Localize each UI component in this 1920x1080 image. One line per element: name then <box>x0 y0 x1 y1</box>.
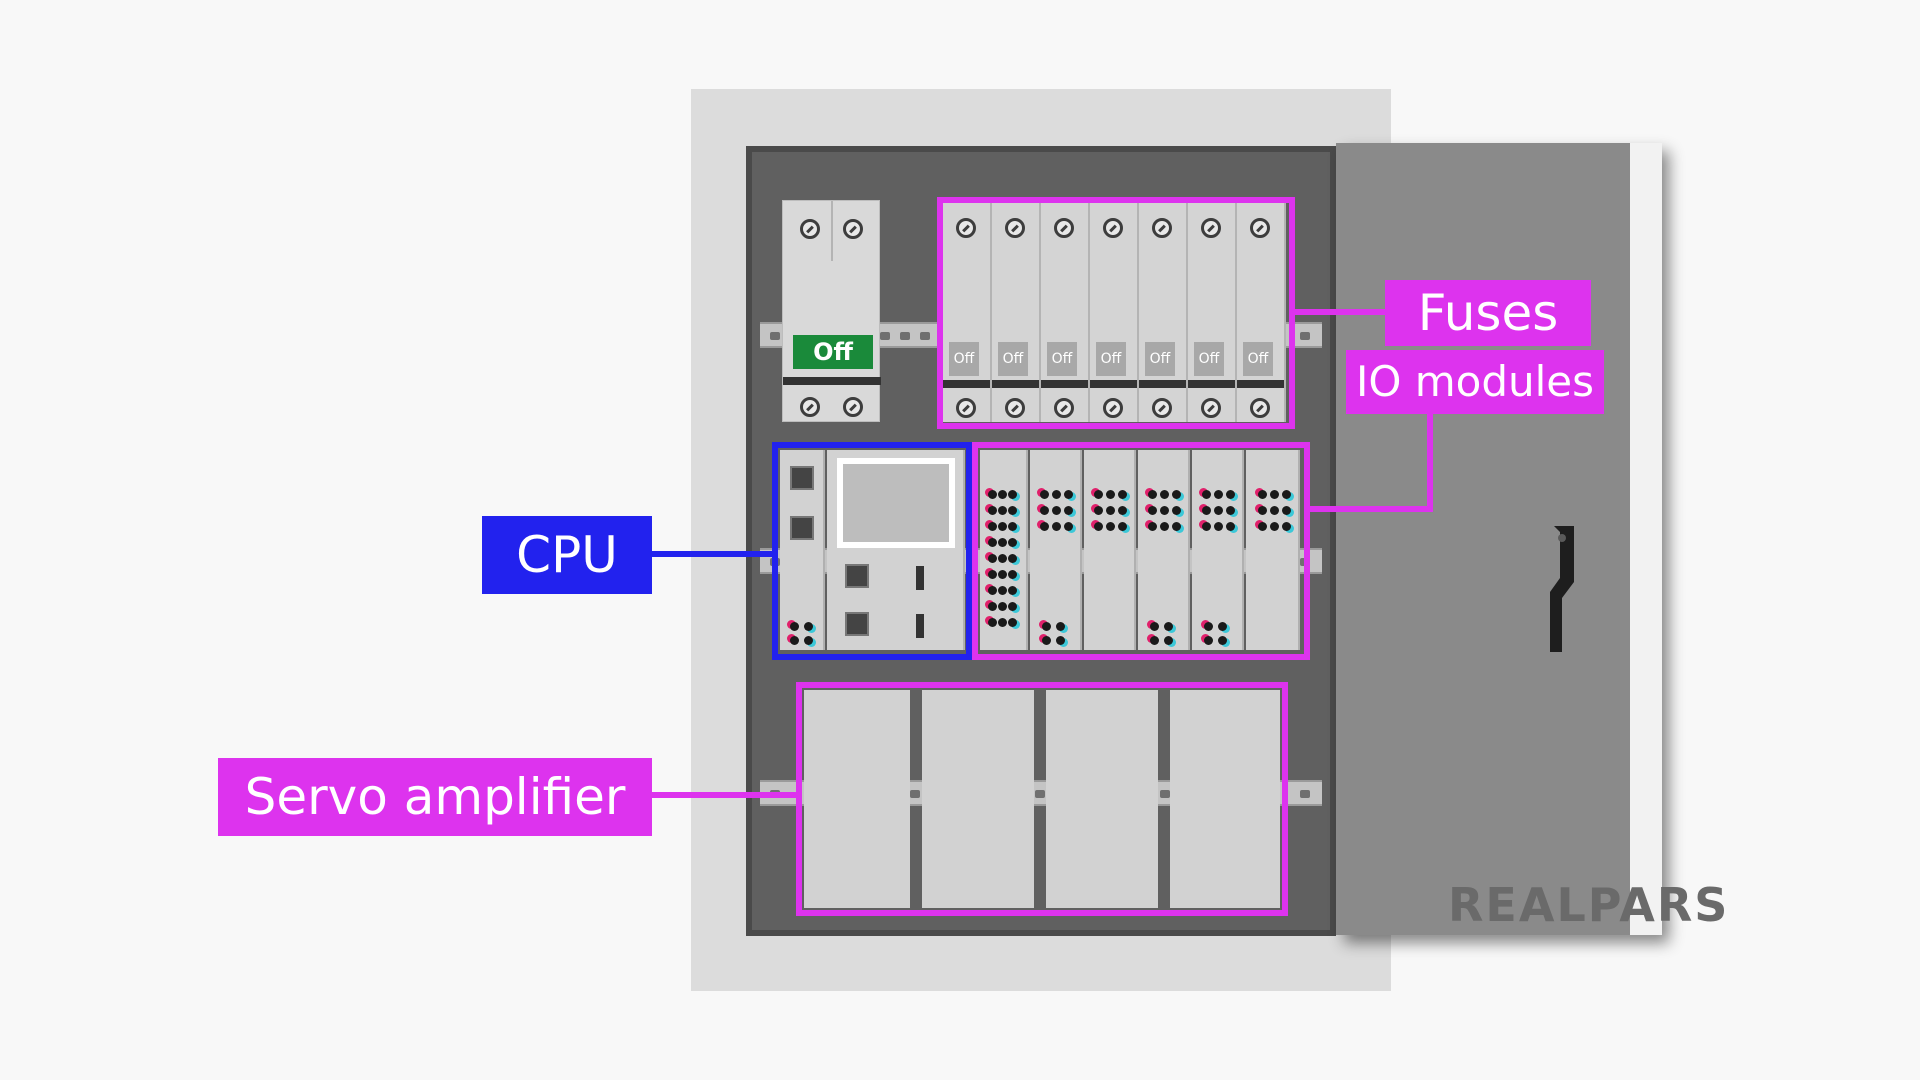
fuse-off-label: Off <box>1145 342 1175 376</box>
usb-port-icon <box>916 566 924 590</box>
breaker-off-label: Off <box>793 335 873 369</box>
io-module <box>1030 450 1082 650</box>
fuse-off-label: Off <box>1047 342 1077 376</box>
io-modules-highlight-box <box>972 442 1310 660</box>
io-module <box>980 450 1028 650</box>
door-edge <box>1630 143 1662 935</box>
fuse-off-label: Off <box>998 342 1028 376</box>
fuse-off-label: Off <box>1096 342 1126 376</box>
cabinet-door <box>1336 143 1661 935</box>
cpu-power-module <box>780 450 825 650</box>
fuse: Off <box>1237 202 1286 422</box>
fuse-group: Off Off Off Off Off Off Off <box>943 202 1288 422</box>
servo-amplifier-unit <box>804 690 910 908</box>
cpu-label: CPU <box>482 516 652 594</box>
fuse: Off <box>1041 202 1090 422</box>
servo-amplifier-highlight-box <box>796 682 1288 916</box>
servo-amplifier-label: Servo amplifier <box>218 758 652 836</box>
main-breaker: Off <box>782 200 881 422</box>
io-modules-connector-vertical <box>1427 414 1433 512</box>
ethernet-port-icon <box>790 466 814 490</box>
ethernet-port-icon <box>845 612 869 636</box>
realpars-logo: REALPARS <box>1448 878 1730 932</box>
fuse: Off <box>943 202 992 422</box>
io-modules-label: IO modules <box>1346 350 1604 414</box>
fuse-off-label: Off <box>1194 342 1224 376</box>
io-module <box>1138 450 1190 650</box>
servo-connector-line <box>652 792 796 798</box>
ethernet-port-icon <box>790 516 814 540</box>
fuse-off-label: Off <box>949 342 979 376</box>
servo-amplifier-unit <box>1046 690 1158 908</box>
door-handle <box>1548 524 1580 654</box>
fuse: Off <box>1188 202 1237 422</box>
fuse-off-label: Off <box>1243 342 1273 376</box>
servo-amplifier-unit <box>922 690 1034 908</box>
fuse: Off <box>1139 202 1188 422</box>
io-module <box>1246 450 1300 650</box>
usb-port-icon <box>916 614 924 638</box>
fuse: Off <box>1090 202 1139 422</box>
io-module-group <box>980 450 1302 650</box>
fuses-connector-line <box>1295 309 1385 315</box>
ethernet-port-icon <box>845 564 869 588</box>
io-module <box>1084 450 1136 650</box>
cpu-module <box>827 450 965 650</box>
io-module <box>1192 450 1244 650</box>
servo-amplifier-unit <box>1170 690 1280 908</box>
io-modules-connector-horizontal <box>1310 506 1433 512</box>
cpu-highlight-box <box>772 442 972 660</box>
fuses-highlight-box <box>937 197 1295 429</box>
cpu-connector-line <box>652 551 772 557</box>
fuse: Off <box>992 202 1041 422</box>
cpu-display <box>837 458 955 548</box>
fuses-label: Fuses <box>1385 280 1591 346</box>
